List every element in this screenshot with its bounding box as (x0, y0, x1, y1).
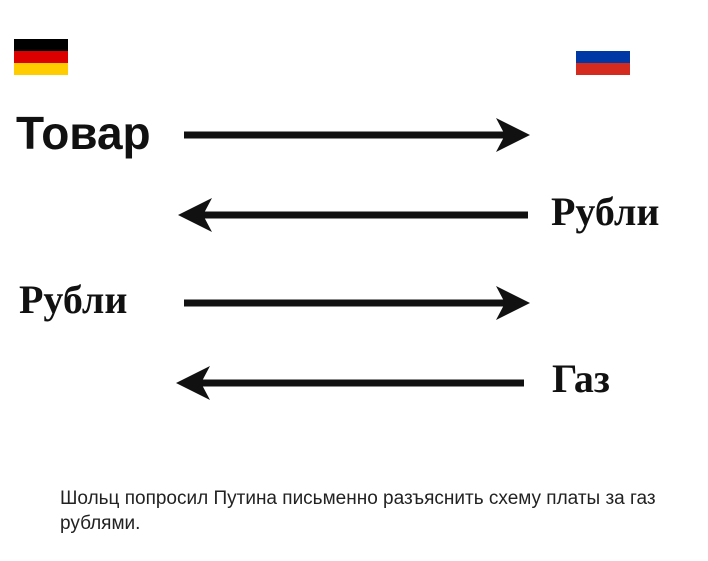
arrow-right (184, 286, 530, 320)
flag-stripe (14, 63, 68, 75)
flag-stripe (576, 51, 630, 63)
flow-label-rubles-to-russia: Рубли (19, 277, 128, 322)
flow-label-gas: Газ (552, 356, 611, 401)
flag-stripe (576, 39, 630, 51)
flow-label-rubles-to-germany: Рубли (551, 189, 660, 234)
russia-flag-icon (576, 39, 630, 75)
flag-stripe (14, 39, 68, 51)
caption-text: Шольц попросил Путина письменно разъясни… (60, 488, 656, 534)
flag-stripe (14, 51, 68, 63)
germany-flag-icon (14, 39, 68, 75)
flag-stripe (576, 63, 630, 75)
flow-label-goods: Товар (16, 107, 151, 159)
arrow-left (178, 198, 528, 232)
arrow-left (176, 366, 524, 400)
arrow-right (184, 118, 530, 152)
